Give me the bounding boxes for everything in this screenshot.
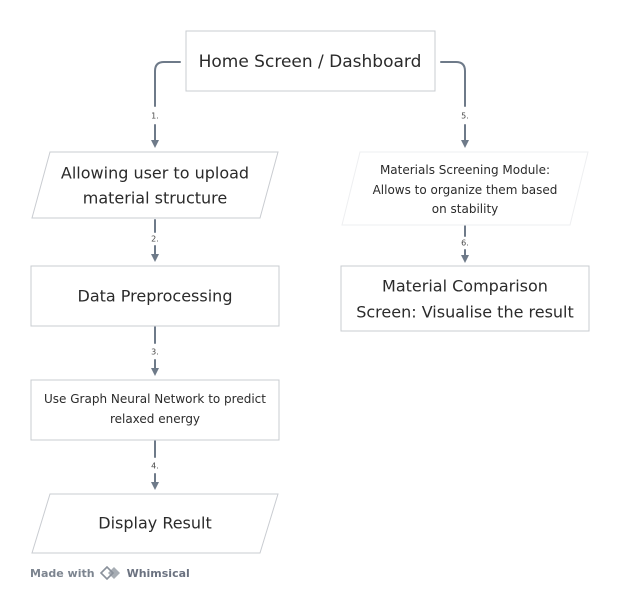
edge-label-4: 4. xyxy=(151,462,159,471)
whimsical-brand-label: Whimsical xyxy=(126,566,190,580)
screening-label-line3: on stability xyxy=(432,202,499,216)
connector-home-to-upload xyxy=(155,61,181,144)
preprocessing-label: Data Preprocessing xyxy=(78,287,233,306)
connector-home-to-screening xyxy=(440,61,465,144)
node-gnn-predict[interactable] xyxy=(30,379,280,441)
gnn-label-line1: Use Graph Neural Network to predict xyxy=(44,392,266,406)
screening-label-line1: Materials Screening Module: xyxy=(380,163,550,177)
edge-label-3: 3. xyxy=(151,348,159,357)
edge-label-5: 5. xyxy=(461,112,469,121)
home-label: Home Screen / Dashboard xyxy=(199,52,422,72)
node-display-result[interactable] xyxy=(31,493,279,554)
edge-label-6: 6. xyxy=(461,239,469,248)
node-data-preprocessing[interactable] xyxy=(30,265,280,327)
node-materials-screening[interactable] xyxy=(341,151,589,226)
comparison-label-line1: Material Comparison xyxy=(382,277,548,296)
upload-label-line1: Allowing user to upload xyxy=(61,164,249,183)
made-with-whimsical-badge[interactable]: Made with Whimsical xyxy=(30,566,190,580)
comparison-label-line2: Screen: Visualise the result xyxy=(356,303,574,322)
whimsical-logo-icon xyxy=(99,566,120,580)
display-label: Display Result xyxy=(98,514,212,533)
node-upload-material[interactable] xyxy=(31,151,279,219)
edge-label-1: 1. xyxy=(151,112,159,121)
edge-label-2: 2. xyxy=(151,235,159,244)
made-with-label: Made with xyxy=(30,566,95,580)
gnn-label-line2: relaxed energy xyxy=(110,412,200,426)
screening-label-line2: Allows to organize them based xyxy=(373,183,558,197)
node-home-dashboard[interactable] xyxy=(185,30,436,92)
node-material-comparison[interactable] xyxy=(340,265,590,332)
upload-label-line2: material structure xyxy=(83,189,227,208)
